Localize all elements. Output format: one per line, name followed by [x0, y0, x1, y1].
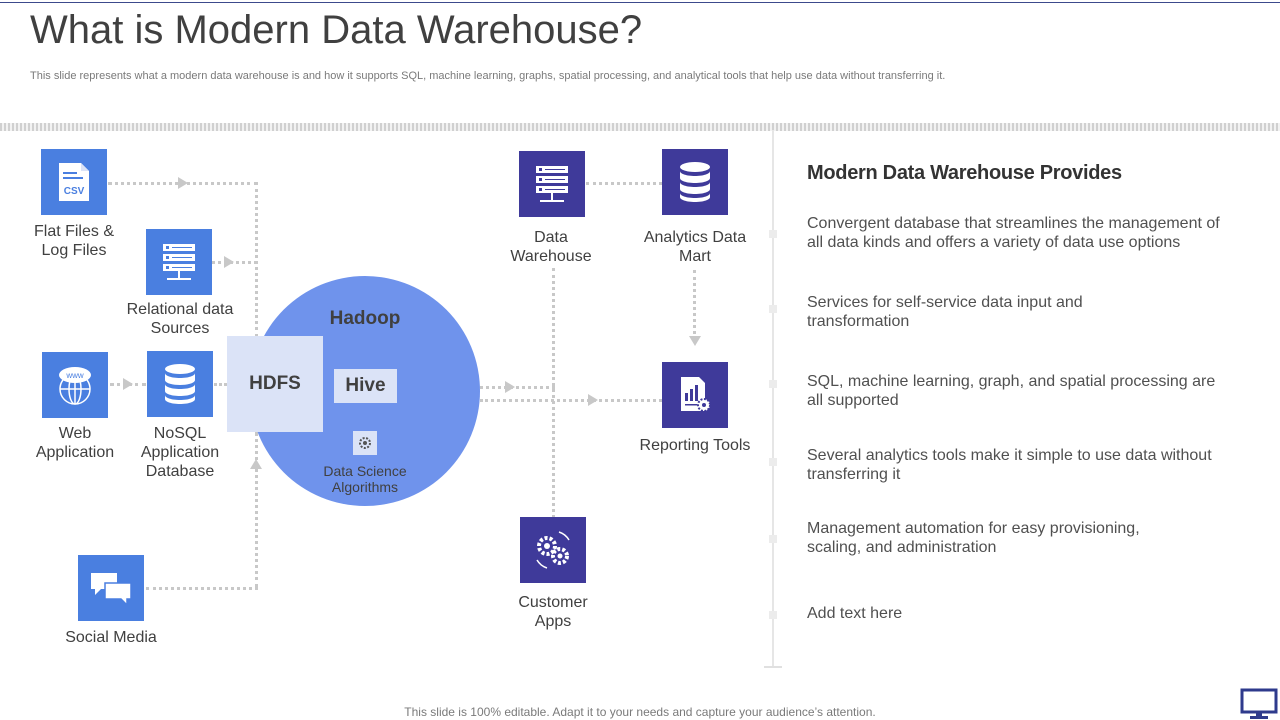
page-title: What is Modern Data Warehouse?	[30, 8, 643, 52]
timeline-line	[772, 130, 774, 668]
data-science-label: Data Science Algorithms	[323, 463, 407, 495]
timeline-marker	[769, 535, 777, 543]
header-divider	[0, 123, 1280, 131]
connector-to-reporting	[480, 399, 662, 402]
reporting-tools-label: Reporting Tools	[639, 437, 751, 454]
timeline-marker	[769, 458, 777, 466]
arrow-right-icon	[505, 381, 515, 393]
connector-warehouse-mart	[586, 182, 662, 185]
social-media-label: Social Media	[65, 629, 157, 646]
connector-relational	[212, 261, 257, 264]
database-icon	[662, 149, 728, 215]
provides-item: Add text here	[807, 605, 903, 622]
globe-icon: www	[42, 352, 108, 418]
hdfs-box: HDFS	[227, 336, 323, 432]
connector-social	[146, 587, 258, 590]
provides-item: Management automation for easy provision…	[807, 520, 1140, 556]
gears-icon	[520, 517, 586, 583]
timeline-marker	[769, 380, 777, 388]
gear-doc-icon	[662, 362, 728, 428]
analytics-mart-label: Analytics Data Mart	[643, 229, 747, 265]
web-application-label: Web Application	[35, 425, 115, 461]
customer-apps-label: Customer Apps	[518, 594, 588, 630]
arrow-right-icon	[178, 177, 188, 189]
database-icon	[147, 351, 213, 417]
gear-icon	[353, 431, 377, 455]
monitor-icon	[1240, 688, 1278, 720]
provides-item: Several analytics tools make it simple t…	[807, 447, 1212, 483]
connector-nosql-hdfs	[214, 383, 227, 386]
provides-item: Services for self-service data input and…	[807, 294, 1083, 330]
footer-note: This slide is 100% editable. Adapt it to…	[404, 705, 876, 719]
arrow-right-icon	[588, 394, 598, 406]
chat-bubbles-icon	[78, 555, 144, 621]
nosql-label: NoSQL Application Database	[140, 425, 220, 480]
csv-file-icon: CSV	[41, 149, 107, 215]
hadoop-title: Hadoop	[329, 308, 401, 329]
timeline-marker	[769, 611, 777, 619]
svg-text:www: www	[65, 371, 84, 380]
provides-item: Convergent database that streamlines the…	[807, 215, 1220, 251]
arrow-right-icon	[224, 256, 234, 268]
svg-text:CSV: CSV	[64, 186, 85, 197]
arrow-down-icon	[689, 336, 701, 346]
connector-bus-bottom	[255, 432, 258, 588]
timeline-marker	[769, 305, 777, 313]
arrow-up-icon	[250, 459, 262, 469]
flat-files-label: Flat Files & Log Files	[33, 223, 114, 259]
connector-mart-reporting	[693, 270, 696, 340]
arrow-right-icon	[123, 378, 133, 390]
server-rack-icon	[519, 151, 585, 217]
page-subtitle: This slide represents what a modern data…	[30, 70, 946, 82]
server-rack-icon	[146, 229, 212, 295]
provides-item: SQL, machine learning, graph, and spatia…	[807, 373, 1216, 409]
connector-hadoop-out	[480, 386, 555, 389]
timeline-marker	[769, 230, 777, 238]
data-warehouse-label: Data Warehouse	[510, 229, 592, 265]
timeline-end	[764, 666, 782, 668]
provides-title: Modern Data Warehouse Provides	[807, 162, 1122, 184]
relational-label: Relational data Sources	[126, 301, 234, 337]
hive-box: Hive	[334, 369, 397, 403]
connector-bus-top	[255, 182, 258, 337]
top-rule	[0, 2, 1280, 3]
connector-warehouse-apps	[552, 268, 555, 518]
